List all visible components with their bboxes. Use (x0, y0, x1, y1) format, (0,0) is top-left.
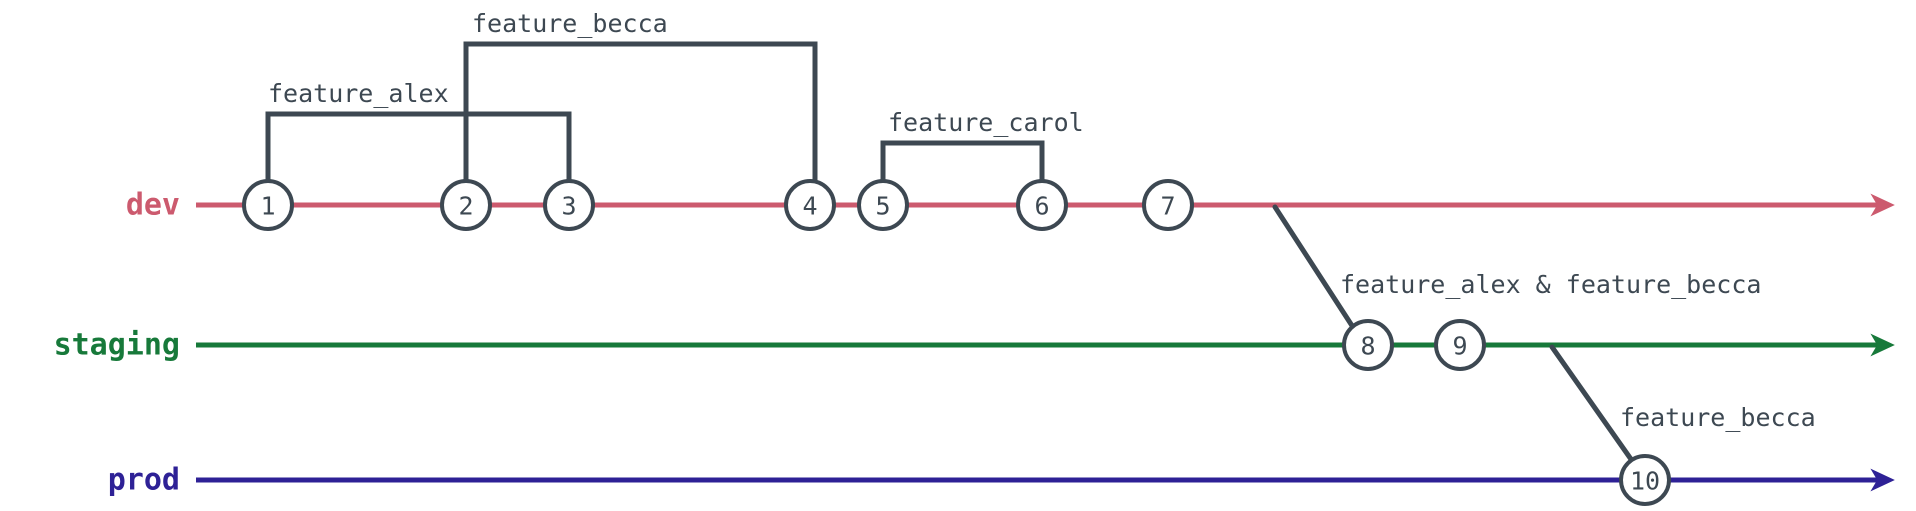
commit-label: 1 (260, 192, 275, 221)
commit-circle[interactable] (1016, 179, 1068, 231)
commit-circle[interactable] (440, 179, 492, 231)
commit-label: 7 (1160, 192, 1175, 221)
merge-line-staging-to-prod (1549, 344, 1643, 475)
commit-circle[interactable] (543, 179, 595, 231)
commit-node[interactable]: 10 (1619, 454, 1671, 506)
commit-circle[interactable] (1619, 454, 1671, 506)
merge-lines-layer (1272, 204, 1643, 475)
branch-label-prod: prod (108, 463, 180, 498)
commit-node[interactable]: 1 (242, 179, 294, 231)
branch-label-dev: dev (126, 188, 180, 223)
commit-node[interactable]: 8 (1342, 319, 1394, 371)
commit-node[interactable]: 6 (1016, 179, 1068, 231)
commit-label: 2 (458, 192, 473, 221)
commit-circle[interactable] (1434, 319, 1486, 371)
branch-lines-layer (196, 193, 1895, 492)
commit-circle[interactable] (242, 179, 294, 231)
merge-line-dev-to-staging (1272, 204, 1363, 341)
commit-node[interactable]: 4 (784, 179, 836, 231)
commit-node[interactable]: 9 (1434, 319, 1486, 371)
commit-label: 6 (1034, 192, 1049, 221)
commit-circle[interactable] (857, 179, 909, 231)
bracket-feature-alex (265, 111, 572, 182)
commit-label: 4 (802, 192, 817, 221)
bracket-feature-becca (463, 41, 818, 182)
commit-label: 3 (561, 192, 576, 221)
commit-node[interactable]: 2 (440, 179, 492, 231)
feature-labels-layer: feature_alex feature_becca feature_carol (268, 9, 1084, 137)
branch-labels-layer: dev staging prod (54, 188, 180, 498)
commit-label: 10 (1630, 467, 1660, 496)
commit-label: 5 (875, 192, 890, 221)
commit-label: 9 (1452, 332, 1467, 361)
commit-circle[interactable] (1342, 319, 1394, 371)
merge-label-dev-to-staging: feature_alex & feature_becca (1340, 270, 1761, 299)
commit-label: 8 (1360, 332, 1375, 361)
merge-labels-layer: feature_alex & feature_becca feature_bec… (1340, 270, 1816, 432)
feature-brackets-layer (265, 41, 1045, 182)
commit-node[interactable]: 5 (857, 179, 909, 231)
feature-label-carol: feature_carol (888, 108, 1084, 137)
commit-node[interactable]: 7 (1142, 179, 1194, 231)
feature-label-alex: feature_alex (268, 79, 449, 108)
branch-label-staging: staging (54, 328, 180, 363)
merge-label-staging-to-prod: feature_becca (1620, 403, 1816, 432)
feature-label-becca: feature_becca (472, 9, 668, 38)
bracket-feature-carol (880, 140, 1045, 182)
commit-node[interactable]: 3 (543, 179, 595, 231)
commit-circle[interactable] (1142, 179, 1194, 231)
commit-circle[interactable] (784, 179, 836, 231)
commit-nodes-layer: 1 2 3 4 5 6 7 (242, 179, 1671, 506)
